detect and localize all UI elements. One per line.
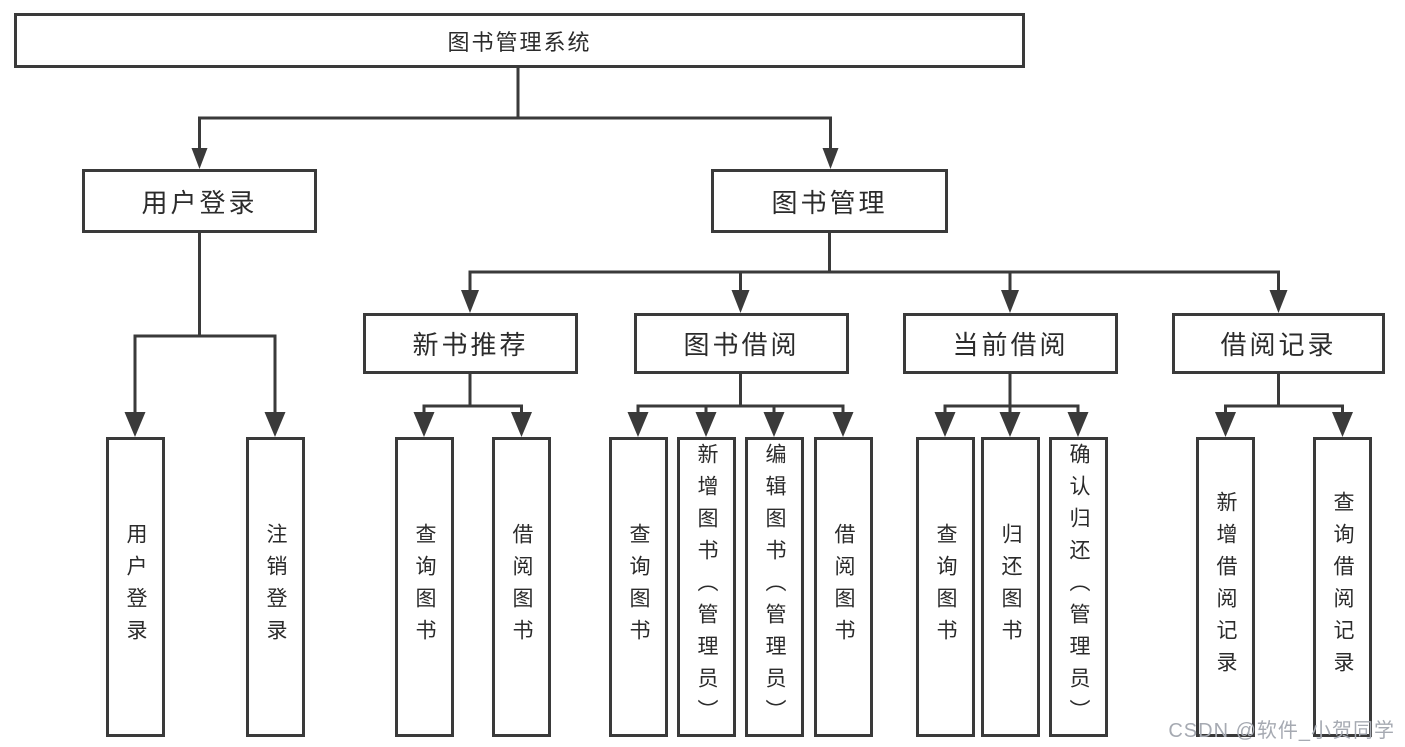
node-borrow-records: 借阅记录 (1172, 313, 1385, 374)
leaf-borrow-books-borrow-label: 借阅图书 (832, 523, 855, 651)
leaf-logout-label: 注销登录 (264, 523, 287, 651)
leaf-query-borrow-record-label: 查询借阅记录 (1331, 491, 1354, 683)
node-current-borrow-label: 当前借阅 (952, 330, 1069, 360)
node-current-borrow: 当前借阅 (903, 313, 1118, 374)
leaf-edit-book-admin: 编辑图书（管理员） (745, 437, 804, 737)
node-new-book-recommend-label: 新书推荐 (412, 330, 529, 360)
leaf-borrow-books-borrow: 借阅图书 (814, 437, 873, 737)
leaf-return-book: 归还图书 (981, 437, 1040, 737)
node-root-label: 图书管理系统 (447, 29, 592, 55)
node-root: 图书管理系统 (14, 13, 1025, 68)
leaf-user-login: 用户登录 (106, 437, 165, 737)
node-user-login-label: 用户登录 (141, 187, 258, 218)
leaf-query-books-current: 查询图书 (916, 437, 975, 737)
leaf-logout: 注销登录 (246, 437, 305, 737)
node-new-book-recommend: 新书推荐 (363, 313, 578, 374)
leaf-query-books-borrow-label: 查询图书 (627, 523, 650, 651)
leaf-borrow-books-recommend: 借阅图书 (492, 437, 551, 737)
leaf-edit-book-admin-label: 编辑图书（管理员） (763, 443, 786, 731)
leaf-borrow-books-recommend-label: 借阅图书 (510, 523, 533, 651)
leaf-return-book-label: 归还图书 (999, 523, 1022, 651)
leaf-user-login-label: 用户登录 (124, 523, 147, 651)
leaf-confirm-return-admin: 确认归还（管理员） (1049, 437, 1108, 737)
leaf-add-book-admin: 新增图书（管理员） (677, 437, 736, 737)
leaf-query-books-current-label: 查询图书 (934, 523, 957, 651)
leaf-add-borrow-record-label: 新增借阅记录 (1214, 491, 1237, 683)
leaf-query-books-borrow: 查询图书 (609, 437, 668, 737)
node-book-management-label: 图书管理 (771, 187, 888, 218)
leaf-query-borrow-record: 查询借阅记录 (1313, 437, 1372, 737)
node-book-borrow: 图书借阅 (634, 313, 849, 374)
leaf-add-book-admin-label: 新增图书（管理员） (695, 443, 718, 731)
leaf-confirm-return-admin-label: 确认归还（管理员） (1067, 443, 1090, 731)
node-book-management: 图书管理 (711, 169, 948, 233)
node-book-borrow-label: 图书借阅 (683, 330, 800, 360)
node-borrow-records-label: 借阅记录 (1220, 330, 1337, 360)
watermark: CSDN @软件_小贺同学 (1168, 720, 1395, 742)
node-user-login: 用户登录 (82, 169, 317, 233)
leaf-add-borrow-record: 新增借阅记录 (1196, 437, 1255, 737)
leaf-query-books-recommend-label: 查询图书 (413, 523, 436, 651)
leaf-query-books-recommend: 查询图书 (395, 437, 454, 737)
